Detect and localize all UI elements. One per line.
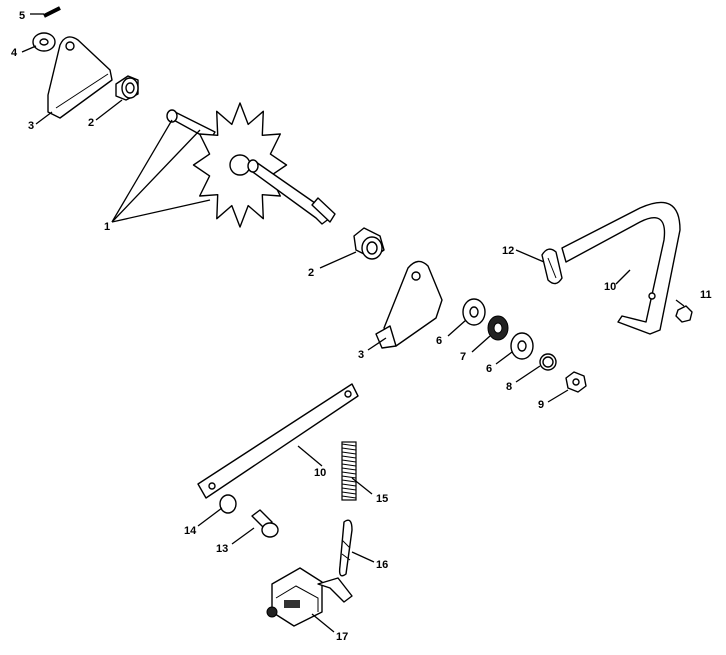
part-17-counter bbox=[266, 567, 353, 627]
part-5-pin bbox=[43, 6, 61, 18]
callout-3b: 3 bbox=[358, 349, 364, 361]
leader-8 bbox=[515, 365, 541, 383]
part-2-lower-bushing bbox=[353, 227, 385, 260]
leader-1c bbox=[111, 199, 211, 223]
part-6-washer-a bbox=[462, 298, 486, 326]
leader-14 bbox=[197, 507, 223, 527]
leader-lines bbox=[21, 13, 685, 633]
callout-4: 4 bbox=[11, 47, 18, 59]
callout-2a: 2 bbox=[88, 117, 94, 129]
part-14-spacer bbox=[219, 494, 237, 514]
leader-3b bbox=[367, 337, 387, 351]
part-9-hex-nut bbox=[565, 371, 587, 393]
leader-3a bbox=[35, 111, 53, 125]
leader-16 bbox=[351, 551, 375, 563]
part-7-gear bbox=[487, 315, 509, 341]
part-2-upper-bushing bbox=[115, 75, 139, 101]
callout-labels: 5 4 3 2 1 2 12 10 11 3 6 7 6 8 9 10 15 1… bbox=[11, 10, 712, 643]
callout-10a: 10 bbox=[604, 281, 616, 293]
leader-11 bbox=[675, 299, 685, 307]
part-12-clip bbox=[541, 248, 563, 285]
callout-15: 15 bbox=[376, 493, 388, 505]
part-15-coil-spring bbox=[341, 441, 357, 501]
part-3-upper-bracket bbox=[47, 36, 113, 119]
part-4-washer bbox=[32, 32, 56, 52]
callout-8: 8 bbox=[506, 381, 512, 393]
leader-10b bbox=[297, 445, 323, 467]
leader-9 bbox=[547, 389, 569, 403]
callout-6a: 6 bbox=[436, 335, 442, 347]
callout-2b: 2 bbox=[308, 267, 314, 279]
callout-9: 9 bbox=[538, 399, 544, 411]
part-16-chain bbox=[338, 519, 353, 577]
leader-17 bbox=[311, 613, 335, 633]
callout-12: 12 bbox=[502, 245, 514, 257]
part-1-sprocket-assembly bbox=[166, 102, 336, 228]
callout-5: 5 bbox=[19, 10, 25, 22]
leader-7 bbox=[471, 335, 491, 353]
part-13-bolt bbox=[251, 509, 279, 538]
leader-13 bbox=[231, 527, 255, 545]
leader-12 bbox=[515, 249, 545, 263]
callout-6b: 6 bbox=[486, 363, 492, 375]
leader-6b bbox=[495, 351, 513, 365]
part-3-lower-bracket bbox=[375, 260, 443, 349]
callout-17: 17 bbox=[336, 631, 348, 643]
part-6-washer-b bbox=[510, 332, 534, 360]
callout-3a: 3 bbox=[28, 120, 34, 132]
callout-13: 13 bbox=[216, 543, 228, 555]
leader-6a bbox=[447, 319, 467, 337]
leader-10a bbox=[615, 269, 631, 285]
leader-2a bbox=[95, 99, 123, 121]
leader-2b bbox=[319, 251, 357, 269]
leader-15 bbox=[351, 477, 373, 495]
part-8-lock-washer bbox=[539, 353, 557, 371]
callout-16: 16 bbox=[376, 559, 388, 571]
callout-1: 1 bbox=[104, 221, 110, 233]
callout-10b: 10 bbox=[314, 467, 326, 479]
callout-11: 11 bbox=[700, 289, 712, 301]
leader-4 bbox=[21, 45, 37, 53]
leader-1b bbox=[111, 129, 201, 223]
part-11-nut bbox=[675, 305, 693, 323]
part-10-flat-bar bbox=[197, 383, 359, 499]
callout-7: 7 bbox=[460, 351, 466, 363]
leader-1a bbox=[111, 119, 173, 223]
part-10-hooked-arm bbox=[561, 201, 681, 335]
callout-14: 14 bbox=[184, 525, 197, 537]
